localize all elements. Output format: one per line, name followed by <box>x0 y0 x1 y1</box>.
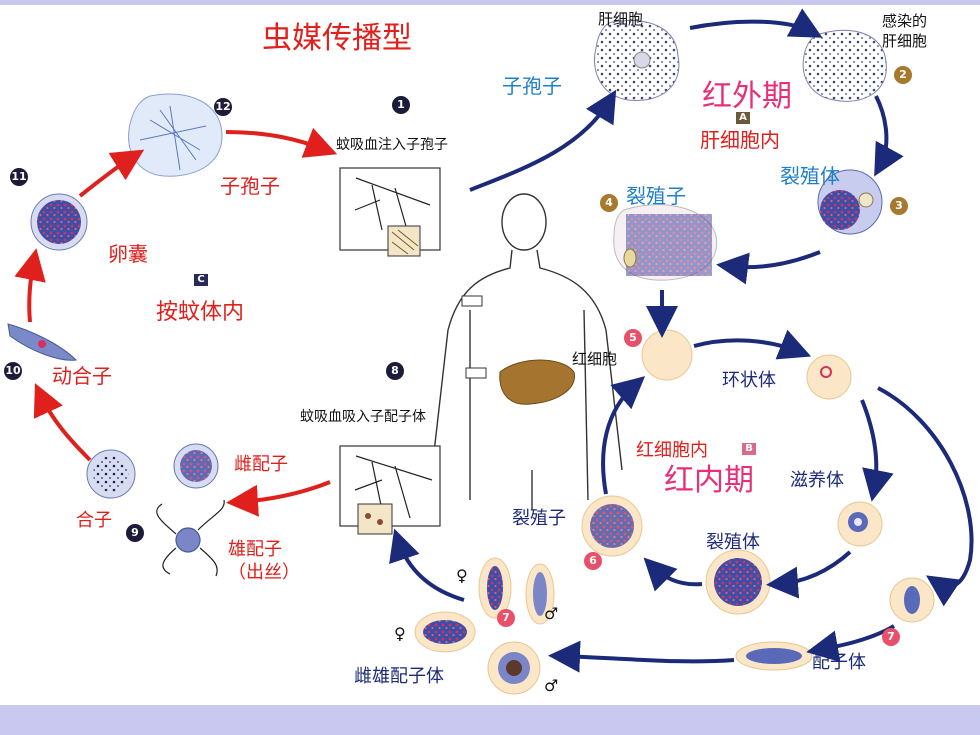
label-in-rbc: 红细胞内 <box>636 440 708 461</box>
merozoites-scatter <box>626 214 712 276</box>
arrow-ookinete-oocyst <box>14 248 46 323</box>
mosquito-inject-image <box>339 167 441 257</box>
stage-number-7b: 7 <box>882 628 900 646</box>
stage-number-10: 10 <box>4 362 22 380</box>
human-silhouette <box>431 193 623 510</box>
liver-schizont-body <box>820 190 860 230</box>
label-ery-phase: 红内期 <box>664 463 754 498</box>
male-symbol-a: ♂ <box>544 604 559 623</box>
stage-number-2: 2 <box>894 66 912 84</box>
stage-number-8: 8 <box>386 362 404 380</box>
label-merozoite-rbc: 裂殖子 <box>512 508 566 529</box>
bottom-band <box>0 705 980 735</box>
label-sporozoite-left: 子孢子 <box>220 174 280 198</box>
label-male-female-gametocyte: 雌雄配子体 <box>354 666 444 687</box>
arrow-oocyst-sporozoite <box>78 149 145 198</box>
stage-number-4: 4 <box>600 194 618 212</box>
label-oocyst: 卵囊 <box>108 242 148 266</box>
infected-liver-cell <box>802 29 887 102</box>
stage-box-c: C <box>194 274 208 286</box>
label-exo-phase: 红外期 <box>702 79 792 114</box>
label-female-gamete: 雌配子 <box>234 454 288 475</box>
red-blood-cell <box>641 329 693 381</box>
arrow-to-mosquito <box>389 528 465 602</box>
label-red-blood-cell: 红细胞 <box>572 350 618 368</box>
label-in-liver-cell: 肝细胞内 <box>700 128 780 152</box>
stage-box-a: A <box>736 112 750 124</box>
arrow-ring-trophozoite <box>860 399 894 502</box>
stage-number-6: 6 <box>584 552 602 570</box>
stage-number-11: 11 <box>10 168 28 186</box>
arrow-sporozoite-inject <box>225 127 338 158</box>
arrow-trophozoite-schizont <box>766 550 852 599</box>
label-zygote: 合子 <box>76 510 112 531</box>
label-trophozoite: 滋养体 <box>790 470 844 491</box>
arrow-zygote-ookinete <box>33 383 92 462</box>
label-ookinete: 动合子 <box>52 364 112 388</box>
label-mosquito-inject: 蚊吸血注入子孢子 <box>336 137 448 153</box>
arrow-rbc-ring <box>693 329 812 360</box>
stage-number-12: 12 <box>214 98 232 116</box>
arrow-schizont-merozoite-rbc <box>643 557 703 592</box>
label-merozoite-liver: 裂殖子 <box>626 184 686 208</box>
stage-box-b: B <box>742 443 756 455</box>
label-mosquito-ingest: 蚊吸血吸入子配子体 <box>300 409 426 425</box>
arrow-to-gametocytes <box>548 640 735 673</box>
label-schizont-liver: 裂殖体 <box>780 164 840 188</box>
male-gamete-exflagellation <box>156 499 225 577</box>
liver-illustration <box>499 359 575 405</box>
arrow-to-gametocyte <box>877 386 974 607</box>
stage-number-5: 5 <box>624 329 642 347</box>
label-infected-liver-cell: 感染的 肝细胞 <box>882 12 928 50</box>
stage-number-3: 3 <box>890 197 908 215</box>
label-male-gamete: 雄配子 （出丝） <box>228 539 300 584</box>
arrow-liver-infected <box>689 8 823 38</box>
female-symbol-b: ♀ <box>394 624 406 643</box>
arrow-ingest-gamete <box>226 480 331 517</box>
arrow-merozoite-reinvade <box>601 376 646 495</box>
female-symbol-a: ♀ <box>456 566 468 585</box>
mosquito-ingest-image <box>339 445 441 535</box>
stage-number-9: 9 <box>126 524 144 542</box>
arrow-to-liver <box>469 89 617 192</box>
label-schizont-rbc: 裂殖体 <box>706 532 760 553</box>
label-liver-cell: 肝细胞 <box>598 10 644 28</box>
arm-band-top <box>461 295 483 307</box>
diagram-title: 虫媒传播型 <box>262 21 412 56</box>
male-symbol-b: ♂ <box>544 676 559 695</box>
arrow-schizont-merozoite <box>716 250 821 285</box>
label-ring-form: 环状体 <box>722 370 776 391</box>
stage-number-7a: 7 <box>497 609 515 627</box>
label-in-mosquito: 按蚊体内 <box>156 300 245 325</box>
arrow-infected-schizont <box>874 95 904 177</box>
arm-band-bottom <box>465 367 487 379</box>
label-gametocyte: 配子体 <box>812 652 866 673</box>
label-sporozoite-top: 子孢子 <box>502 74 562 98</box>
top-band <box>0 0 980 5</box>
stage-number-1: 1 <box>392 96 410 114</box>
